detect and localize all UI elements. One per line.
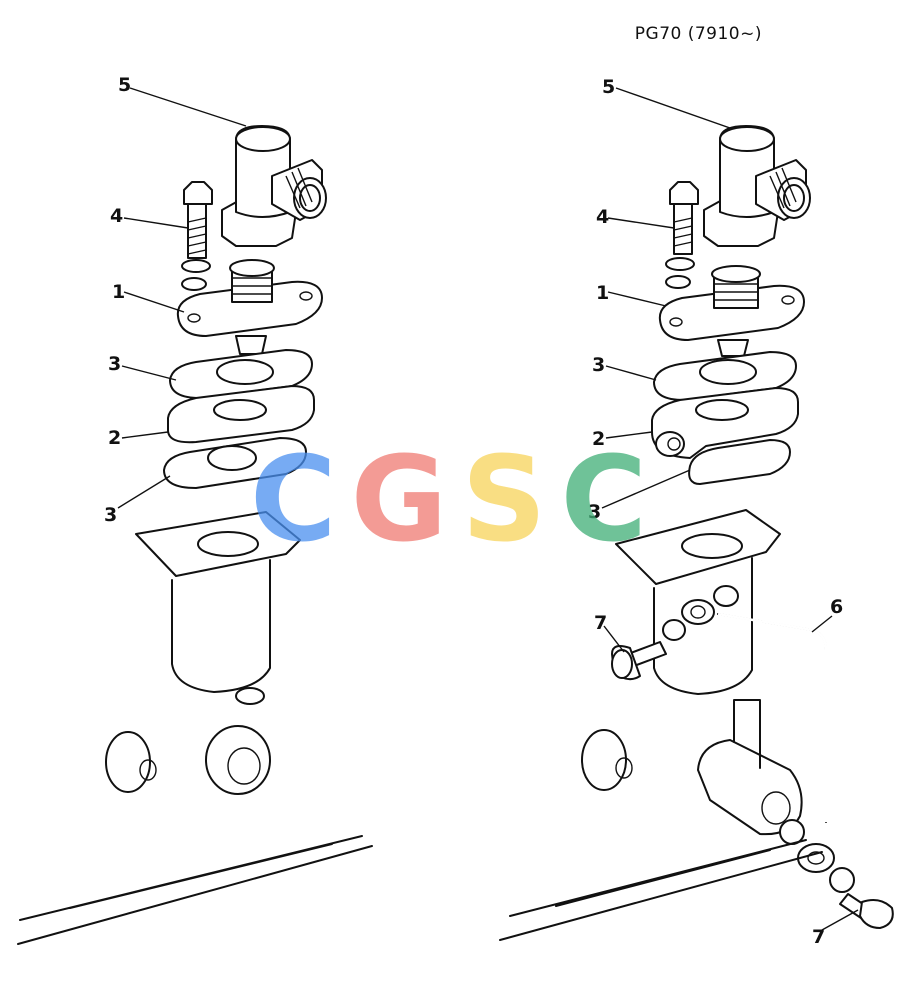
callout-right-1: 1 [596, 282, 610, 304]
oil-pipe-part-6 [662, 585, 855, 893]
callout-right-5: 5 [602, 76, 616, 98]
left-flange-part-1 [176, 259, 323, 375]
callout-left-3-upper: 3 [108, 353, 122, 375]
right-assembly [499, 125, 894, 941]
watermark-letter-c1: C [250, 430, 337, 568]
leader-lines [117, 87, 859, 931]
banjo-bolt-lower-part-7 [839, 893, 894, 929]
callout-left-3-lower: 3 [104, 504, 118, 526]
callout-right-3-upper: 3 [592, 354, 606, 376]
callout-right-6: 6 [830, 596, 844, 618]
left-bolt-part-4 [181, 181, 213, 291]
right-pump-body [581, 509, 803, 836]
callout-right-7-upper: 7 [594, 612, 608, 634]
watermark-letter-s: S [461, 430, 547, 568]
right-elbow-fitting-part-5 [703, 125, 811, 247]
watermark-letter-g: G [350, 430, 448, 568]
callout-right-3-lower: 3 [588, 501, 602, 523]
banjo-bolt-upper-part-7 [611, 641, 667, 681]
left-pump-body [105, 511, 301, 795]
right-bolt-part-4 [665, 181, 699, 289]
model-code-label: PG70 (7910~) [634, 24, 762, 44]
left-assembly [17, 125, 373, 945]
callout-left-5: 5 [118, 74, 132, 96]
callout-left-2: 2 [108, 427, 122, 449]
callout-left-4: 4 [110, 205, 124, 227]
callout-right-2: 2 [592, 428, 606, 450]
callout-left-1: 1 [112, 281, 126, 303]
callout-right-4: 4 [596, 206, 610, 228]
watermark-letter-c2: C [560, 430, 648, 568]
left-elbow-fitting-part-5 [221, 125, 327, 247]
callout-right-7-lower: 7 [812, 926, 826, 948]
cgsc-watermark: C G S C [250, 440, 647, 558]
right-gasket-lower-part-3 [688, 439, 791, 485]
